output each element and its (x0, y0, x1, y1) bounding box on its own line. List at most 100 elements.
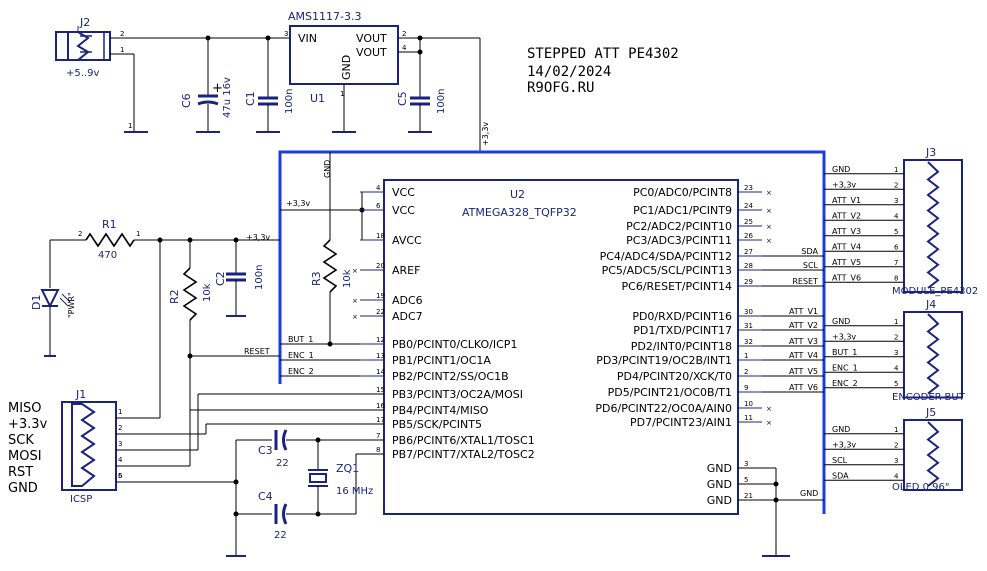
nc-mark: × (766, 405, 772, 413)
connector-body (903, 311, 963, 399)
nc-mark: × (766, 237, 772, 245)
mcu-left-net-label: ENC_2 (288, 367, 314, 376)
connector-pin-num: 4 (894, 472, 899, 480)
connector-net-label: SDA (832, 471, 849, 480)
u1-pin-vout2: VOUT (356, 46, 387, 59)
title-block: STEPPED ATT PE4302 14/02/2024 R9OFG.RU (527, 46, 679, 96)
icsp-pin-label: GND (8, 481, 38, 496)
mcu-left-pin-name: PB5/SCK/PCINT5 (392, 418, 482, 431)
mcu-right-pin-num: 5 (744, 476, 748, 484)
nc-mark: × (352, 313, 358, 321)
mcu-left-pin-num: 22 (376, 308, 385, 316)
r1-pin2: 2 (78, 230, 82, 238)
mcu-right-pin-name: PC4/ADC4/SDA/PCINT12 (600, 250, 732, 263)
c2-value: 100n (254, 265, 265, 290)
connector-zigzag (926, 313, 940, 395)
connector-caption: MODULE_PE4302 (892, 286, 978, 297)
resistor-r2: R2 10k (168, 240, 213, 410)
connector-ref: J5 (925, 406, 936, 419)
mcu-right-pin-num: 3 (744, 460, 748, 468)
r1-value: 470 (98, 250, 117, 261)
connector-pin-num: 4 (894, 364, 899, 372)
mcu-left-net-label: ENC_1 (288, 351, 314, 360)
j2-ref: J2 (79, 16, 90, 29)
capacitor-c1: C1 100n (244, 38, 295, 133)
mcu-left-pin-num: 19 (376, 292, 385, 300)
j2-label: +5..9v (66, 68, 99, 79)
mcu-left-pin-name: PB7/PCINT7/XTAL2/TOSC2 (392, 448, 535, 461)
mcu-left-pin-name: AVCC (392, 234, 422, 247)
j1-ref: J1 (75, 388, 86, 401)
mcu-right-pin-name: PD0/RXD/PCINT16 (632, 310, 732, 323)
connector-net-label: GND (832, 165, 850, 174)
c1-ref: C1 (244, 91, 257, 106)
mcu-left-pin-num: 15 (376, 386, 385, 394)
icsp-pin-num: 2 (118, 424, 122, 432)
regulator-u1: AMS1117-3.3 VIN VOUT VOUT GND 3 2 4 1 U1 (284, 10, 407, 105)
c6-ref: C6 (180, 93, 193, 108)
nc-mark: × (766, 419, 772, 427)
net-3v3-vertical: +3,3v (481, 122, 490, 146)
connector-net-label: +3,3v (832, 440, 856, 449)
mcu-left-net-label: BUT_1 (288, 335, 313, 344)
connector-pin-num: 1 (894, 318, 898, 326)
mcu-left-pin-name: PB4/PCINT4/MISO (392, 404, 489, 417)
mcu-left-pin-name: ADC6 (392, 294, 423, 307)
mcu-right-net-label: SDA (801, 247, 818, 256)
connector-net-label: ATT_V3 (832, 227, 861, 236)
net-3v3-left: +3,3v (246, 233, 270, 242)
mcu-right-pin-num: 32 (744, 338, 753, 346)
connector-ref: J4 (925, 298, 936, 311)
net-gnd-right: GND (800, 489, 818, 498)
mcu-right-pin-name: PC3/ADC3/PCINT11 (626, 234, 732, 247)
icsp-pin-num: 4 (118, 456, 123, 464)
mcu-right-pin-name: PD4/PCINT20/XCK/T0 (617, 370, 732, 383)
mcu-right-pin-name: PD2/INT0/PCINT18 (631, 340, 732, 353)
icsp-pin-label: SCK (8, 433, 34, 448)
mcu-left-pin-name: PB3/PCINT3/OC2A/MOSI (392, 388, 523, 401)
u1-part: AMS1117-3.3 (288, 10, 361, 23)
mcu-right-pin-num: 2 (744, 368, 748, 376)
j2-pin-1: 1 (120, 46, 124, 54)
c6-plus: + (212, 81, 223, 96)
mcu-right-pin-name: PD3/PCINT19/OC2B/INT1 (596, 354, 732, 367)
connector-net-label: BUT_1 (832, 348, 857, 357)
mcu-right-pin-name: GND (707, 478, 732, 491)
mcu-u2-body (383, 179, 739, 515)
connector-net-label: SCL (832, 456, 848, 465)
icsp-pin-label: +3.3v (8, 417, 48, 432)
connector-net-label: +3,3v (832, 332, 856, 341)
mcu-left-pin-name: PB1/PCINT1/OC1A (392, 354, 491, 367)
icsp-pin-num: 6 (118, 472, 123, 480)
connector-net-label: ATT_V2 (832, 211, 861, 220)
mcu-left-pin-num: 4 (376, 184, 381, 192)
u1-num-vin: 3 (284, 30, 288, 38)
mcu-left-pin-num: 12 (376, 336, 385, 344)
mcu-right-pin-name: PC2/ADC2/PCINT10 (626, 220, 732, 233)
mcu-right-pin-name: PC1/ADC1/PCINT9 (633, 204, 732, 217)
connector-pin-num: 3 (894, 457, 898, 465)
mcu-right-net-label: ATT_V3 (789, 337, 818, 346)
mcu-left-pin-name: PB2/PCINT2/SS/OC1B (392, 370, 509, 383)
title-line-date: 14/02/2024 (527, 64, 611, 80)
mcu-right-pin-num: 25 (744, 218, 753, 226)
icsp-pin-num: 5 (118, 472, 122, 480)
mcu-right-net-label: ATT_V2 (789, 321, 818, 330)
connector-net-label: GND (832, 317, 850, 326)
capacitor-c6: + C6 47u 16v (180, 38, 233, 133)
nc-mark: × (766, 189, 772, 197)
crystal-network: C3 22 C4 22 ZQ1 16 MHz (235, 429, 384, 556)
nc-mark: × (352, 267, 358, 275)
c2-ref: C2 (214, 271, 227, 286)
mcu-left-pin-name: AREF (392, 264, 420, 277)
mcu-right-pin-num: 10 (744, 400, 753, 408)
c5-ref: C5 (396, 91, 409, 106)
capacitor-c2: C2 100n (214, 240, 265, 317)
led-d1: D1 "PWR" (30, 289, 76, 318)
mcu-right-pin-num: 11 (744, 414, 753, 422)
j1-caption: ICSP (70, 494, 92, 505)
